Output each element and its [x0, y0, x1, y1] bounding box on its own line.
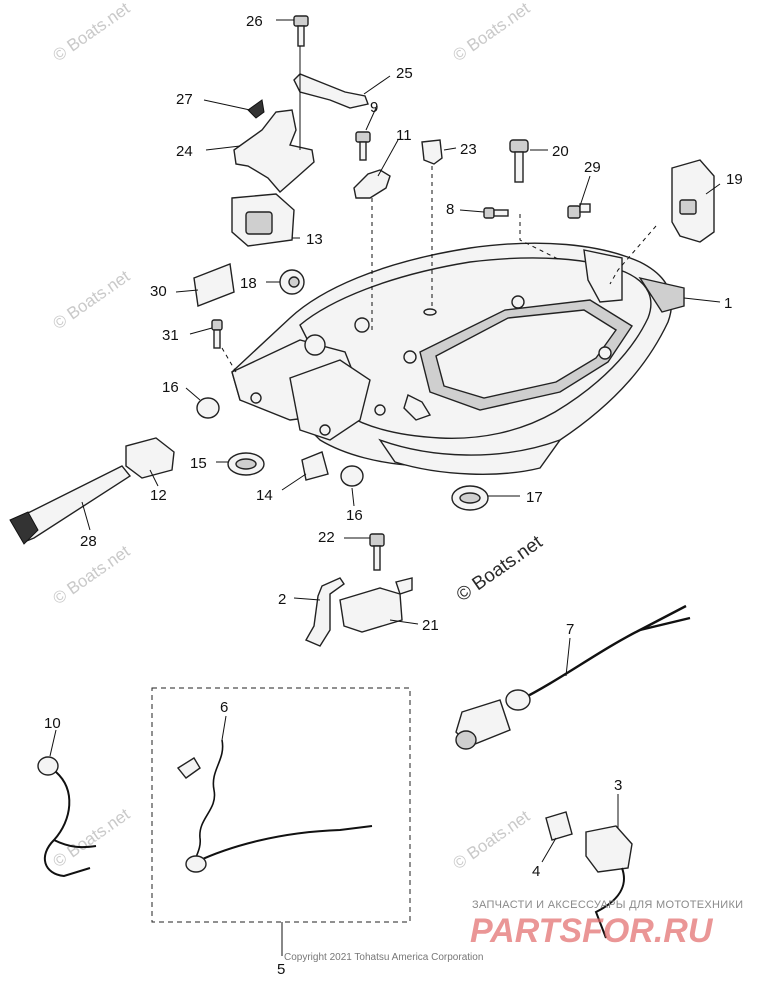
clip-11 — [353, 169, 391, 199]
kit-box-5 — [151, 687, 411, 923]
label-9: 9 — [370, 99, 378, 116]
label-24: 24 — [176, 143, 193, 160]
plate-19-slot — [679, 199, 697, 215]
watermark: © Boats.net — [449, 0, 533, 65]
switch-10 — [37, 756, 97, 878]
screw-8 — [483, 207, 509, 219]
label-16-upper: 16 — [162, 379, 179, 396]
clip-4 — [545, 811, 573, 841]
label-20: 20 — [552, 143, 569, 160]
label-14: 14 — [256, 487, 273, 504]
plug-23 — [421, 139, 443, 165]
pad-30 — [193, 263, 235, 307]
label-21: 21 — [422, 617, 439, 634]
bracket-2 — [305, 577, 345, 647]
screw-31 — [211, 319, 223, 349]
label-10: 10 — [44, 715, 61, 732]
watermark: © Boats.net — [49, 541, 133, 608]
label-30: 30 — [150, 283, 167, 300]
plug-16a — [196, 397, 220, 419]
watermark-center: © Boats.net — [453, 531, 547, 606]
brand-tagline: ЗАПЧАСТИ И АКСЕССУАРЫ ДЛЯ МОТОТЕХНИКИ — [472, 899, 743, 911]
label-16-lower: 16 — [346, 507, 363, 524]
bolt-9 — [355, 131, 371, 161]
wedge-27 — [247, 99, 265, 119]
label-12: 12 — [150, 487, 167, 504]
label-28: 28 — [80, 533, 97, 550]
bolt-26 — [293, 15, 309, 47]
label-31: 31 — [162, 327, 179, 344]
switch-3 — [585, 825, 633, 939]
label-2: 2 — [278, 591, 286, 608]
clip-14 — [301, 451, 329, 481]
part-number-labels: 26 25 27 24 9 11 23 20 29 19 8 13 30 18 … — [44, 13, 743, 978]
label-6: 6 — [220, 699, 228, 716]
grommet-18-hole — [288, 276, 300, 288]
solenoid-21-stud — [395, 577, 413, 595]
label-19: 19 — [726, 171, 743, 188]
brand-logo: PARTSFOR.RU — [470, 912, 714, 950]
lanyard-6 — [176, 739, 373, 873]
label-29: 29 — [584, 159, 601, 176]
grommet-13-inner — [245, 211, 273, 235]
grommet-17-hole — [459, 492, 481, 504]
bolt-22 — [369, 533, 385, 571]
label-22: 22 — [318, 529, 335, 546]
copyright-text: Copyright 2021 Tohatsu America Corporati… — [284, 952, 483, 963]
harness-7 — [455, 604, 691, 750]
label-17: 17 — [526, 489, 543, 506]
label-1: 1 — [724, 295, 732, 312]
bracket-25 — [293, 73, 369, 109]
label-18: 18 — [240, 275, 257, 292]
handle-28-grip — [9, 511, 39, 545]
label-4: 4 — [532, 863, 540, 880]
watermark: © Boats.net — [49, 804, 133, 871]
watermark: © Boats.net — [449, 806, 533, 873]
bottom-cowling — [231, 242, 685, 475]
solenoid-21 — [339, 587, 403, 633]
lever-bracket-24 — [233, 109, 315, 193]
label-23: 23 — [460, 141, 477, 158]
label-11: 11 — [396, 127, 412, 144]
watermark: © Boats.net — [49, 266, 133, 333]
leader-lines — [49, 19, 721, 956]
screw-29 — [567, 203, 591, 219]
bolt-20 — [509, 139, 529, 183]
label-27: 27 — [176, 91, 193, 108]
label-25: 25 — [396, 65, 413, 82]
sleeve-12 — [125, 437, 175, 479]
label-3: 3 — [614, 777, 622, 794]
label-13: 13 — [306, 231, 323, 248]
grommet-15-hole — [235, 458, 257, 470]
label-5: 5 — [277, 961, 285, 978]
label-15: 15 — [190, 455, 207, 472]
label-26: 26 — [246, 13, 263, 30]
plug-16b — [340, 465, 364, 487]
label-8: 8 — [446, 201, 454, 218]
watermark: © Boats.net — [49, 0, 133, 65]
label-7: 7 — [566, 621, 574, 638]
